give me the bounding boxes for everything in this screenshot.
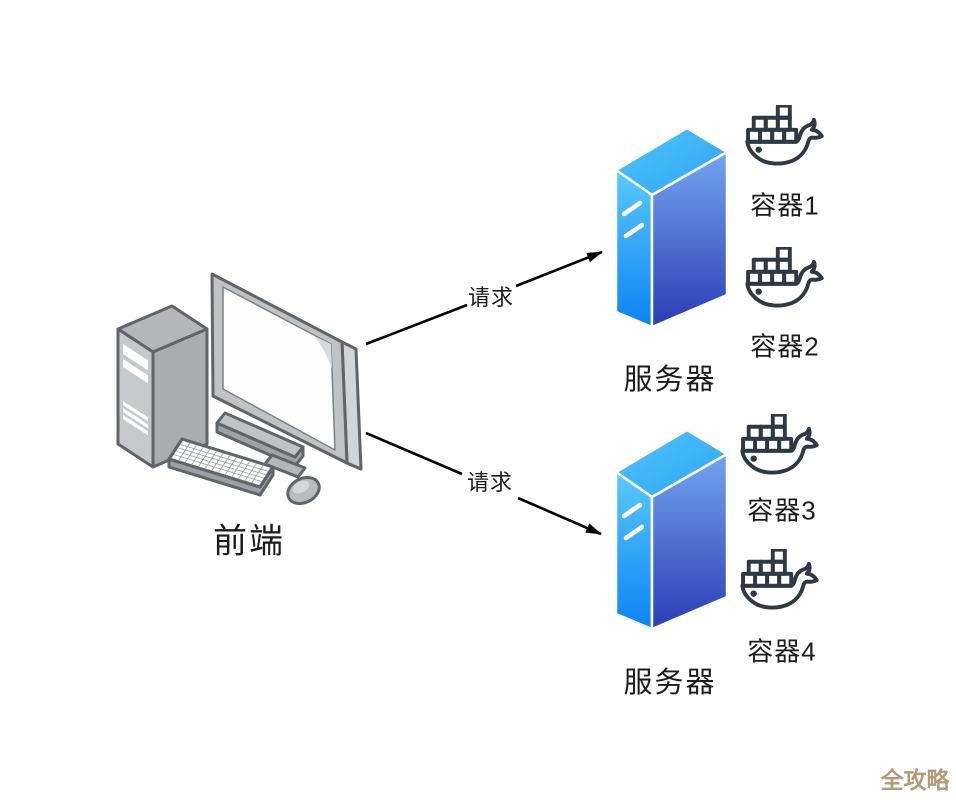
docker-whale-icon — [745, 105, 829, 173]
server-label-top: 服务器 — [623, 364, 717, 396]
docker-whale-icon — [745, 247, 829, 315]
arrow-line-top — [515, 250, 603, 288]
docker-whale-icon — [740, 414, 824, 482]
computer-monitor — [210, 272, 363, 471]
watermark: 全攻略 — [880, 767, 951, 793]
container-label-1: 容器1 — [750, 190, 820, 221]
watermark-text: 全攻略 — [880, 767, 951, 793]
monitor-foot — [263, 453, 307, 479]
server-3d-icon — [612, 428, 728, 638]
container-label-2: 容器2 — [750, 331, 820, 362]
arrow-line-bottom — [517, 496, 602, 536]
docker-whale-icon — [740, 549, 824, 617]
computer-mouse — [286, 476, 321, 505]
request-label-bottom: 请求 — [466, 470, 514, 495]
server-label-bottom: 服务器 — [623, 667, 717, 699]
frontend-label: 前端 — [213, 522, 285, 561]
container-label-4: 容器4 — [747, 636, 817, 667]
screen-glare — [314, 336, 332, 369]
request-label-top: 请求 — [467, 285, 515, 310]
server-3d-icon — [612, 126, 728, 336]
container-label-3: 容器3 — [747, 495, 817, 526]
tower-drive-slots — [123, 344, 148, 436]
desktop-computer-icon — [116, 272, 363, 505]
monitor-stand-bar — [215, 411, 305, 468]
keyboard-keys — [172, 441, 270, 485]
